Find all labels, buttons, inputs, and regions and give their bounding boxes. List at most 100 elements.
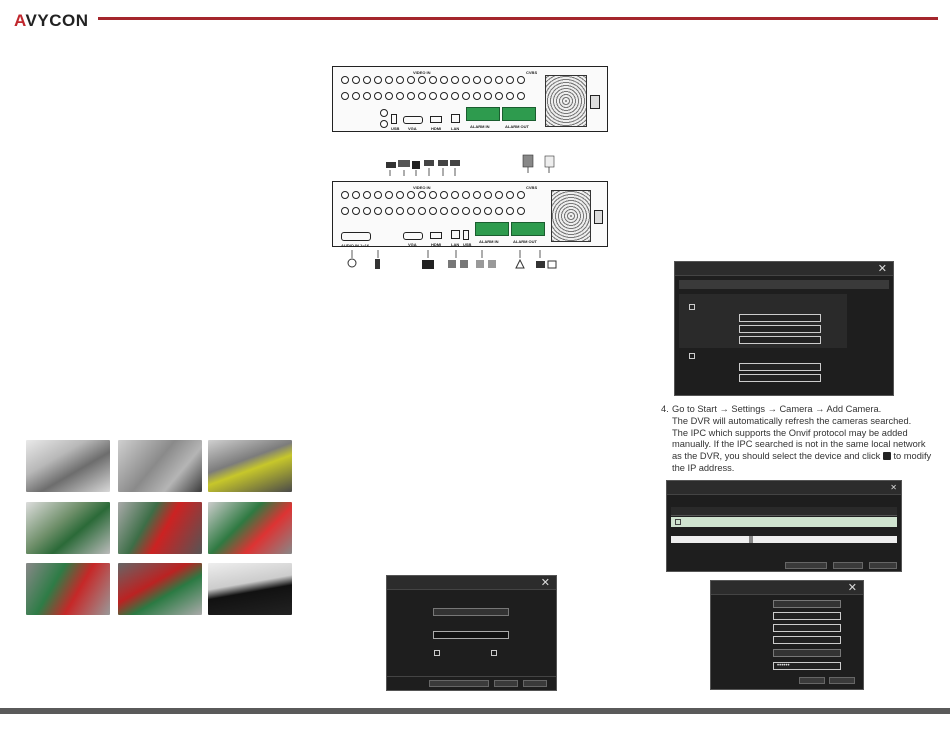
edit-icon <box>882 452 891 461</box>
edit-ip-cancel-button <box>829 677 855 684</box>
label-vga: VGA <box>408 126 417 131</box>
lower-video-in-row-1 <box>341 191 525 199</box>
login-dialog-button-3 <box>523 680 547 687</box>
usb-port <box>391 114 397 124</box>
install-photo-remove-screws <box>118 440 202 492</box>
step-line-3: The IPC which supports the Onvif protoco… <box>672 427 908 438</box>
edit-ip-titlebar: ✕ <box>711 581 863 595</box>
step-line-2: The DVR will automatically refresh the c… <box>672 415 912 426</box>
dns-secondary-field <box>739 374 821 382</box>
install-photo-close-hdd <box>118 563 202 615</box>
camera-list-dialog-screenshot: ✕ <box>666 480 902 572</box>
lower-label-audio-in: AUDIO IN 1~16 <box>341 243 370 248</box>
step-line-5: as the DVR, you should select the device… <box>672 451 932 462</box>
edit-ip-field-5 <box>773 649 841 657</box>
rear-panel-upper: VIDEO IN CVBS USB VGA HDMI LAN ALARM IN … <box>332 66 608 132</box>
label-alarm-out: ALARM OUT <box>505 124 529 129</box>
close-icon: ✕ <box>540 577 550 589</box>
login-dialog-screenshot: ✕ <box>386 575 557 691</box>
lower-label-vga: VGA <box>408 242 417 247</box>
login-dialog-divider <box>387 676 556 677</box>
vga-port <box>403 116 423 124</box>
step-text: Go to Start → Settings → Camera → Add Ca… <box>672 404 932 475</box>
label-alarm-in: ALARM IN <box>470 124 490 129</box>
close-icon: ✕ <box>877 263 887 275</box>
show-password-checkbox <box>491 650 497 656</box>
rear-panel-lower: VIDEO IN CVBS AUDIO IN 1~16 VGA HDMI LAN… <box>332 181 608 248</box>
monitor-speaker-icon <box>522 154 555 173</box>
power-socket <box>590 95 600 109</box>
lower-video-in-row-2 <box>341 207 525 215</box>
install-photo-secure-hdd <box>208 502 292 554</box>
remember-checkbox <box>434 650 440 656</box>
install-photo-mount-bracket <box>208 440 292 492</box>
camera-list-selected-row <box>671 517 897 527</box>
install-photo-insert-hdd <box>26 502 110 554</box>
install-photo-open-cover <box>26 440 110 492</box>
camera-list-scrollbar <box>671 536 897 543</box>
lower-label-alarm-in: ALARM IN <box>479 239 499 244</box>
audio-in-db-port <box>341 232 371 241</box>
camera-list-scroll-thumb <box>749 536 753 543</box>
lower-label-alarm-out: ALARM OUT <box>513 239 537 244</box>
install-photo-connect-cables <box>118 502 202 554</box>
audio-in-port <box>380 120 388 128</box>
alarm-in-terminal <box>466 107 500 121</box>
camera-list-button-1 <box>785 562 827 569</box>
step-line-6: the IP address. <box>672 462 735 473</box>
step-line-4: manually. If the IPC searched is not in … <box>672 439 926 450</box>
step-line-1: Go to Start → Settings → Camera → Add Ca… <box>672 404 882 414</box>
bottom-peripherals-icon <box>347 250 557 269</box>
lower-label-cvbs: CVBS <box>526 185 538 190</box>
camera-list-button-2 <box>833 562 863 569</box>
lower-label-usb: USB <box>463 242 472 247</box>
lower-alarm-in-terminal <box>475 222 509 236</box>
brand-logo: AVYCON <box>14 11 89 30</box>
alarm-out-terminal <box>502 107 536 121</box>
label-usb: USB <box>391 126 400 131</box>
install-photo-route-cables <box>26 563 110 615</box>
lower-hdmi-port <box>430 232 442 239</box>
label-cvbs: CVBS <box>526 70 538 75</box>
video-in-row-1 <box>341 76 525 84</box>
network-section-1-checkbox <box>689 304 695 310</box>
lower-lan-port <box>451 230 460 239</box>
edit-ip-dialog-screenshot: ✕ •••••• <box>710 580 864 690</box>
video-in-row-2 <box>341 92 525 100</box>
network-section-2-checkbox <box>689 353 695 359</box>
subnet-mask-field <box>739 325 821 333</box>
edit-ip-field-3 <box>773 624 841 632</box>
lower-alarm-out-terminal <box>511 222 545 236</box>
camera-list-titlebar: ✕ <box>667 481 901 495</box>
login-dialog-button-1 <box>429 680 489 687</box>
dns-primary-field <box>739 363 821 371</box>
lower-power-socket <box>594 210 603 224</box>
header-rule <box>98 17 938 20</box>
install-photo-close-cover <box>208 563 292 615</box>
lower-cooling-fan <box>551 190 591 242</box>
camera-list-header <box>671 507 897 516</box>
lan-port <box>451 114 460 123</box>
login-dialog-titlebar: ✕ <box>387 576 556 590</box>
gateway-field <box>739 336 821 344</box>
label-video-in: VIDEO IN <box>413 70 431 75</box>
hdmi-port <box>430 116 442 123</box>
edit-ip-ok-button <box>799 677 825 684</box>
edit-ip-field-1 <box>773 600 841 608</box>
edit-ip-field-4 <box>773 636 841 644</box>
step-number: 4. <box>661 404 669 414</box>
network-dialog-screenshot: ✕ <box>674 261 894 396</box>
lower-label-lan: LAN <box>451 242 460 247</box>
label-hdmi: HDMI <box>431 126 442 131</box>
label-lan: LAN <box>451 126 460 131</box>
network-dialog-tabbar <box>679 280 889 289</box>
edit-ip-password-field: •••••• <box>773 662 841 670</box>
lower-vga-port <box>403 232 423 240</box>
close-icon: ✕ <box>847 582 857 594</box>
audio-out-port <box>380 109 388 117</box>
edit-ip-field-2 <box>773 612 841 620</box>
lower-label-video-in: VIDEO IN <box>413 185 431 190</box>
network-dialog-titlebar: ✕ <box>675 262 893 276</box>
footer-rule <box>0 708 950 714</box>
login-dialog-button-2 <box>494 680 518 687</box>
